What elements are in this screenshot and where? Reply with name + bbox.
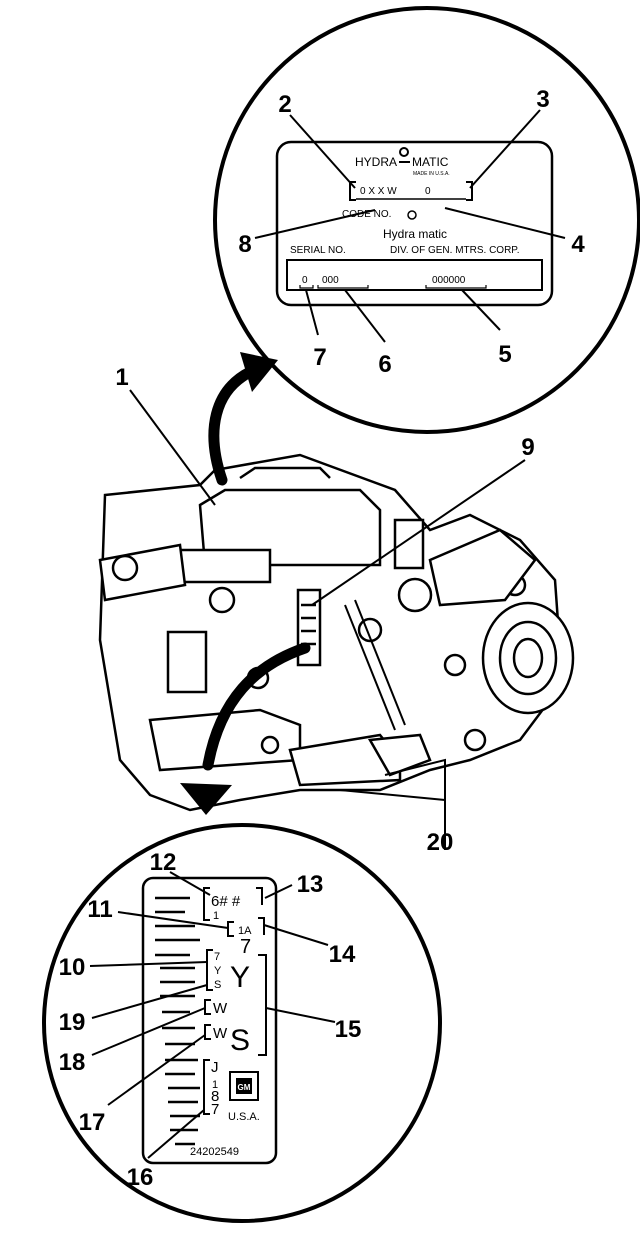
callout-9: 9: [521, 434, 534, 461]
callout-16: 16: [127, 1164, 154, 1191]
callout-13: 13: [297, 871, 324, 898]
id-tag-w-upper: W: [213, 1000, 228, 1017]
nameplate-serial-mid: 000: [322, 275, 339, 286]
gear-emblem-icon: [399, 147, 409, 157]
callout-3: 3: [536, 86, 549, 113]
id-tag-row1: 6# #: [211, 893, 241, 910]
rivet-icon: [407, 210, 417, 220]
id-tag-w-lower: W: [213, 1025, 228, 1042]
callout-10: 10: [59, 954, 86, 981]
callout-19: 19: [59, 1009, 86, 1036]
id-tag-col-7: 7: [214, 951, 220, 963]
nameplate: HYDRA MATIC MADE IN U.S.A. 0 X X W 0 COD…: [275, 140, 554, 307]
nameplate-code-no-label: CODE NO.: [342, 209, 391, 220]
nameplate-model-code-suffix: 0: [425, 186, 431, 197]
body-leaders: [129, 389, 526, 850]
id-tag-j: J: [211, 1059, 219, 1076]
id-tag-col-y: Y: [214, 965, 222, 977]
id-tag-letter-y-big: Y: [230, 961, 250, 994]
callout-4: 4: [571, 231, 585, 258]
nameplate-serial-no-label: SERIAL NO.: [290, 245, 346, 256]
id-tag-eight: 8: [211, 1088, 219, 1105]
callout-11: 11: [87, 896, 112, 923]
arrow-to-nameplate-icon: [208, 352, 278, 486]
callout-8: 8: [238, 231, 251, 258]
id-tag-one: 1: [212, 1079, 218, 1091]
callout-17: 17: [79, 1109, 106, 1136]
callout-15: 15: [335, 1016, 362, 1043]
nameplate-made-in: MADE IN U.S.A.: [413, 171, 450, 177]
nameplate-model-code: 0 X X W: [360, 186, 397, 197]
id-tag-digit-7: 7: [240, 936, 251, 958]
callout-6: 6: [378, 351, 391, 378]
nameplate-serial-number: 000000: [432, 275, 466, 286]
callout-14: 14: [329, 941, 356, 968]
callout-1: 1: [115, 364, 128, 391]
id-tag-seven: 7: [211, 1101, 219, 1118]
nameplate-div-label: DIV. OF GEN. MTRS. CORP.: [390, 245, 519, 256]
callout-20: 20: [427, 829, 454, 856]
id-tag-part-number: 24202549: [190, 1146, 239, 1158]
id-tag-col-s: S: [214, 979, 221, 991]
callout-5: 5: [498, 341, 511, 368]
id-tag-row1-small: 1: [213, 910, 219, 922]
nameplate-brand-right: MATIC: [412, 155, 449, 169]
id-tag-letter-s-big: S: [230, 1024, 250, 1057]
callout-12: 12: [150, 849, 177, 876]
id-tag-leaders: [89, 871, 336, 1159]
id-tag-gm-logo: GM: [238, 1083, 251, 1092]
nameplate-brand-left: HYDRA: [355, 155, 397, 169]
callout-2: 2: [278, 91, 291, 118]
callout-7: 7: [313, 344, 326, 371]
nameplate-hydra-matic: Hydra matic: [383, 227, 447, 241]
nameplate-serial-prefix: 0: [302, 275, 308, 286]
id-tag: 6# # 1 1A 7 Y 7 Y S W W S J 1 8 7 GM U.S…: [141, 876, 278, 1165]
nameplate-leaders: [254, 109, 566, 343]
callout-18: 18: [59, 1049, 86, 1076]
arrow-to-id-tag-icon: [180, 642, 311, 815]
transmission-body: [98, 453, 575, 812]
id-tag-usa: U.S.A.: [228, 1111, 260, 1123]
callout-numbers: 1 2 3 4 5 6 7 8 9 10 11 12 13 14 15 16 1…: [59, 86, 586, 1191]
id-tag-row2: 1A: [238, 925, 252, 937]
